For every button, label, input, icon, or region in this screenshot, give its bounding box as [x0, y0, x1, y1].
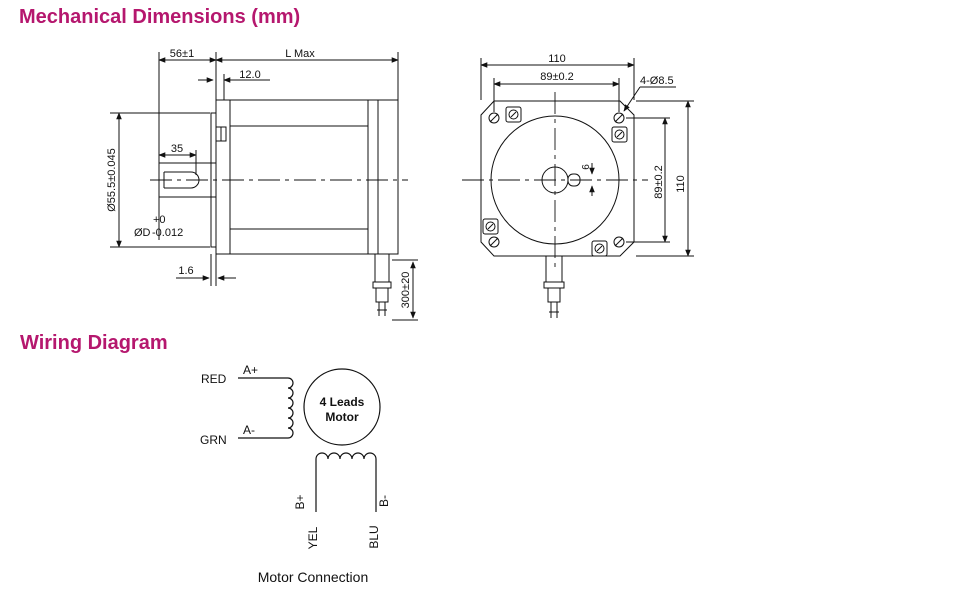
- color-grn-label: GRN: [200, 433, 227, 447]
- width-label: 110: [548, 53, 566, 65]
- winding-b-coil: [315, 452, 377, 460]
- a-plus-label: A+: [243, 363, 258, 377]
- flange-offset-label: 12.0: [239, 69, 260, 81]
- motor-connection-caption: Motor Connection: [258, 569, 369, 585]
- mount-holes-label: 4-Ø8.5: [640, 75, 674, 87]
- flange-thickness-label: 1.6: [178, 265, 193, 277]
- shaft-offset-label: 56±1: [170, 48, 194, 60]
- flat-depth-label: 6: [581, 164, 592, 170]
- color-yel-label: YEL: [306, 526, 320, 549]
- screw-top-right: [611, 126, 628, 143]
- mounting-hole-bottom-left: [488, 236, 500, 248]
- motor-symbol: [303, 368, 381, 446]
- shaft-tolerance-lower: -0.012: [152, 227, 183, 239]
- screw-bottom-left: [482, 218, 499, 235]
- mounting-hole-top-right: [613, 112, 625, 124]
- pilot-diameter-label: Ø55.5±0.045: [106, 148, 118, 212]
- motor-label-line2: Motor: [325, 410, 359, 424]
- wiring-diagram-heading: Wiring Diagram: [20, 332, 168, 354]
- mechanical-dimensions-heading: Mechanical Dimensions (mm): [19, 6, 301, 28]
- side-view: [110, 52, 418, 321]
- key-length-label: 35: [171, 143, 183, 155]
- lead-length-label: 300±20: [400, 272, 412, 309]
- front-lead-wire: [543, 255, 565, 318]
- height-label: 110: [675, 175, 687, 193]
- motor-body: [215, 99, 399, 255]
- b-plus-label: B+: [293, 494, 307, 509]
- winding-a-coil: [287, 377, 294, 439]
- motor-front-face: [480, 100, 635, 257]
- hole-spacing-h-label: 89±0.2: [540, 71, 574, 83]
- motor-label-line1: 4 Leads: [320, 395, 365, 409]
- color-blu-label: BLU: [367, 525, 381, 548]
- a-minus-label: A-: [243, 423, 255, 437]
- screw-bottom-right: [591, 240, 608, 257]
- b-minus-label: B-: [377, 495, 391, 507]
- mounting-hole-top-left: [488, 112, 500, 124]
- lead-wire: [372, 253, 392, 316]
- mounting-hole-bottom-right: [613, 236, 625, 248]
- screw-top-left: [505, 106, 522, 123]
- wiring-diagram: [238, 368, 381, 512]
- shaft-diameter-label: ØD: [134, 227, 151, 239]
- length-label: L Max: [285, 48, 315, 60]
- front-view: [462, 58, 694, 318]
- color-red-label: RED: [201, 372, 227, 386]
- shaft-tolerance-upper: +0: [153, 214, 166, 226]
- hole-spacing-v-label: 89±0.2: [653, 165, 665, 199]
